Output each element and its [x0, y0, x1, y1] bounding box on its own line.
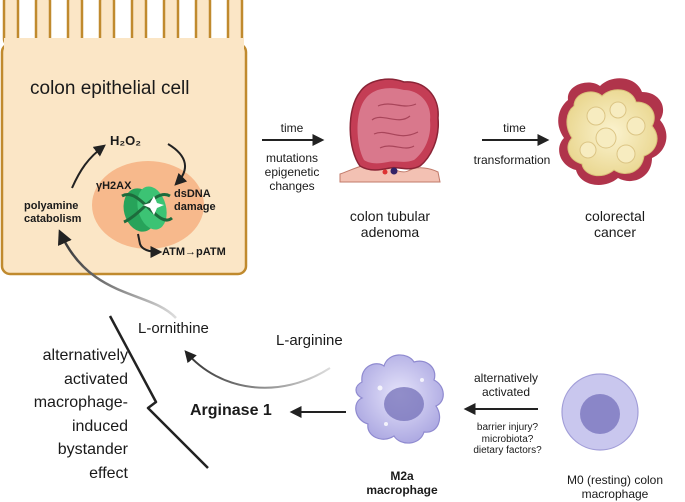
cell-title: colon epithelial cell	[30, 78, 190, 99]
time-label-1: time	[280, 121, 304, 135]
m0-macrophage-illustration	[561, 373, 639, 451]
bystander-bracket	[108, 315, 209, 469]
dna-histone-icon	[121, 186, 173, 232]
factors-label: barrier injury?microbiota?dietary factor…	[473, 422, 542, 456]
transformation-label: transformation	[473, 153, 551, 167]
time-label-2: time	[503, 121, 526, 135]
bystander-effect-label: alternatively activated macrophage- indu…	[33, 347, 128, 482]
arrow-arginine-to-ornithine	[184, 350, 331, 389]
arrow-ornithine-to-polyamine	[57, 229, 177, 319]
cancer-illustration	[558, 78, 667, 185]
gamma-h2ax-label: γH2AX	[96, 180, 132, 192]
epithelial-cell	[0, 0, 248, 276]
ornithine-label: L-ornithine	[138, 320, 209, 337]
arrow-polyamine-to-h2o2	[71, 144, 106, 189]
arginine-label: L-arginine	[276, 332, 343, 349]
arrow-damage-to-atm	[137, 233, 163, 258]
arrow-h2o2-to-damage	[167, 143, 188, 186]
atm-label: ATM→pATM	[162, 246, 226, 258]
m2a-macrophage-illustration	[355, 354, 444, 444]
h2o2-label: H₂O₂	[110, 133, 142, 148]
adenoma-illustration	[339, 78, 441, 183]
arginase-label: Arginase 1	[190, 402, 272, 419]
